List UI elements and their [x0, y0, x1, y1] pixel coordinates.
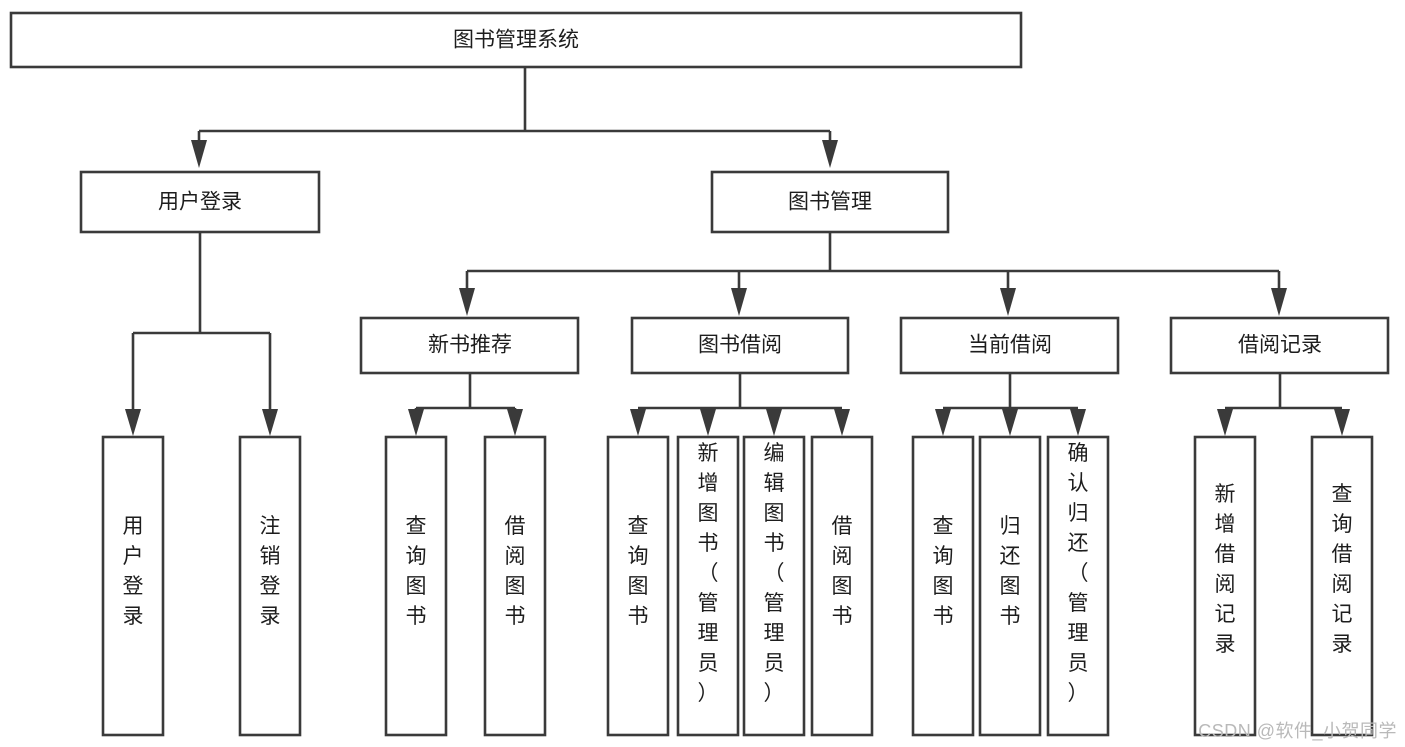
- leaf-box[interactable]: [1046, 435, 1110, 737]
- arrowhead-add-borrow-record-icon: [1217, 409, 1233, 436]
- arrowhead-return-book-icon: [1002, 409, 1018, 436]
- arrowhead-borrow-book-b-icon: [834, 409, 850, 436]
- arrowhead-add-book-icon: [700, 409, 716, 436]
- borrow-record-box[interactable]: [1169, 316, 1390, 375]
- node-user-login[interactable]: 用户登录: [79, 170, 321, 234]
- leaf-label: 查询借阅记录: [1332, 483, 1353, 656]
- leaf-box[interactable]: [384, 435, 448, 737]
- arrowhead-query-book-a-icon: [408, 409, 424, 436]
- leaf-label: 归还图书: [1000, 515, 1021, 628]
- arrowhead-leaf-logout-icon: [262, 409, 278, 436]
- leaf-label: 查询图书: [406, 515, 427, 628]
- book-management-label: 图书管理: [788, 191, 872, 214]
- new-book-recommend-box[interactable]: [359, 316, 580, 375]
- leaf-box[interactable]: [238, 435, 302, 737]
- leaf-label: 确认归还（管理员）: [1068, 442, 1089, 705]
- leaf-box[interactable]: [1310, 435, 1374, 737]
- leaf-box[interactable]: [1193, 435, 1257, 737]
- book-borrow-label: 图书借阅: [698, 334, 782, 357]
- arrowhead-borrow-book-a-icon: [507, 409, 523, 436]
- leaf-label: 用户登录: [123, 515, 144, 628]
- leaf-label: 新增图书（管理员）: [698, 442, 719, 705]
- csdn-watermark: CSDN @软件_小贺同学: [1198, 721, 1397, 741]
- root-label: 图书管理系统: [453, 29, 579, 52]
- leaf-label: 编辑图书（管理员）: [764, 442, 785, 705]
- book-borrow-box[interactable]: [630, 316, 850, 375]
- arrowhead-borrow-record-icon: [1271, 288, 1287, 316]
- node-root-book-management-system[interactable]: 图书管理系统: [9, 11, 1023, 69]
- leaf-node-query-book-borrow[interactable]: 查询图书: [606, 435, 670, 737]
- leaf-label: 新增借阅记录: [1215, 483, 1236, 656]
- leaf-node-borrow-book-recommend[interactable]: 借阅图书: [483, 435, 547, 737]
- current-borrow-label: 当前借阅: [968, 334, 1052, 357]
- leaf-node-query-book-current[interactable]: 查询图书: [911, 435, 975, 737]
- leaf-node-add-borrow-record[interactable]: 新增借阅记录: [1193, 435, 1257, 737]
- arrowhead-new-book-rec-icon: [459, 288, 475, 316]
- leaf-box[interactable]: [978, 435, 1042, 737]
- leaf-label: 注销登录: [260, 515, 281, 628]
- leaf-box[interactable]: [742, 435, 806, 737]
- arrowhead-query-book-b-icon: [630, 409, 646, 436]
- arrowhead-book-mgmt-icon: [822, 140, 838, 168]
- leaf-node-borrow-book[interactable]: 借阅图书: [810, 435, 874, 737]
- arrowhead-current-borrow-icon: [1000, 288, 1016, 316]
- book-management-box[interactable]: [710, 170, 950, 234]
- arrowhead-edit-book-icon: [766, 409, 782, 436]
- leaf-node-confirm-return-admin[interactable]: 确认归还（管理员）: [1046, 435, 1110, 737]
- leaf-box[interactable]: [101, 435, 165, 737]
- node-new-book-recommend[interactable]: 新书推荐: [359, 316, 580, 375]
- leaf-label: 查询图书: [628, 515, 649, 628]
- root-box[interactable]: [9, 11, 1023, 69]
- leaf-node-user-login[interactable]: 用户登录: [101, 435, 165, 737]
- arrowhead-query-book-c-icon: [935, 409, 951, 436]
- leaf-node-edit-book-admin[interactable]: 编辑图书（管理员）: [742, 435, 806, 737]
- leaf-label: 借阅图书: [505, 515, 526, 628]
- node-book-management[interactable]: 图书管理: [710, 170, 950, 234]
- arrowhead-book-borrow-icon: [731, 288, 747, 316]
- leaf-label: 借阅图书: [832, 515, 853, 628]
- leaf-box[interactable]: [483, 435, 547, 737]
- borrow-record-label: 借阅记录: [1238, 334, 1322, 357]
- leaf-node-query-book-recommend[interactable]: 查询图书: [384, 435, 448, 737]
- arrowhead-confirm-return-icon: [1070, 409, 1086, 436]
- leaf-node-logout[interactable]: 注销登录: [238, 435, 302, 737]
- leaf-node-query-borrow-record[interactable]: 查询借阅记录: [1310, 435, 1374, 737]
- leaf-box[interactable]: [676, 435, 740, 737]
- leaf-node-add-book-admin[interactable]: 新增图书（管理员）: [676, 435, 740, 737]
- leaf-box[interactable]: [606, 435, 670, 737]
- new-book-recommend-label: 新书推荐: [428, 334, 512, 357]
- arrowhead-user-login-icon: [191, 140, 207, 168]
- leaf-label: 查询图书: [933, 515, 954, 628]
- user-login-label: 用户登录: [158, 191, 242, 214]
- leaf-box[interactable]: [911, 435, 975, 737]
- current-borrow-box[interactable]: [899, 316, 1120, 375]
- node-book-borrow[interactable]: 图书借阅: [630, 316, 850, 375]
- arrowhead-leaf-user-login-icon: [125, 409, 141, 436]
- node-current-borrow[interactable]: 当前借阅: [899, 316, 1120, 375]
- leaf-box[interactable]: [810, 435, 874, 737]
- node-borrow-record[interactable]: 借阅记录: [1169, 316, 1390, 375]
- arrowhead-query-borrow-record-icon: [1334, 409, 1350, 436]
- leaf-node-return-book[interactable]: 归还图书: [978, 435, 1042, 737]
